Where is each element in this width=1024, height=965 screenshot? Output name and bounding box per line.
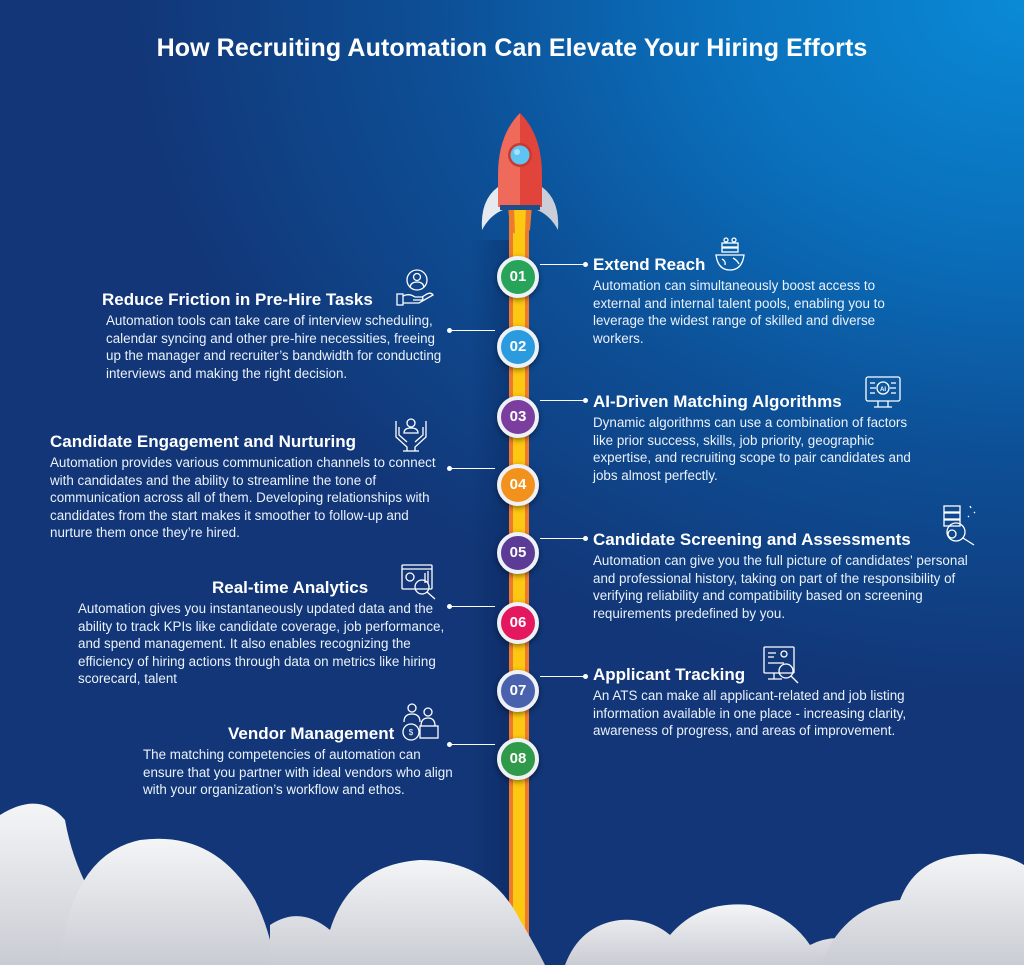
- connector-03: [540, 400, 585, 401]
- vendor-people-icon: $: [402, 703, 439, 741]
- connector-06: [450, 606, 495, 607]
- step-text: The matching competencies of automation …: [143, 747, 453, 798]
- ai-monitor-icon: AI: [865, 376, 901, 408]
- analytics-search-icon: [401, 564, 436, 600]
- tracking-monitor-icon: [763, 646, 799, 684]
- step-title: Candidate Screening and Assessments: [593, 530, 911, 549]
- step-title: Vendor Management: [228, 724, 395, 743]
- step-title: AI-Driven Matching Algorithms: [593, 392, 842, 411]
- connector-dot-08: [447, 742, 452, 747]
- step-card-04: Candidate Engagement and Nurturing Autom…: [50, 432, 450, 542]
- step-node-01: 01: [497, 256, 539, 298]
- svg-text:AI: AI: [880, 387, 886, 393]
- step-card-08: Vendor Management The matching competenc…: [143, 724, 453, 799]
- step-node-08: 08: [497, 738, 539, 780]
- step-text: Automation can give you the full picture…: [593, 553, 968, 621]
- hand-person-icon: [396, 269, 434, 306]
- connector-dot-07: [583, 674, 588, 679]
- globe-people-icon: [715, 237, 745, 271]
- hands-care-icon: [395, 418, 427, 452]
- step-card-03: AI-Driven Matching Algorithms Dynamic al…: [593, 392, 923, 484]
- step-card-01: Extend Reach Automation can simultaneous…: [593, 255, 923, 347]
- connector-04: [450, 468, 495, 469]
- connector-dot-06: [447, 604, 452, 609]
- step-card-05: Candidate Screening and Assessments Auto…: [593, 530, 973, 622]
- step-text: An ATS can make all applicant-related an…: [593, 688, 907, 739]
- step-node-06: 06: [497, 602, 539, 644]
- step-node-04: 04: [497, 464, 539, 506]
- step-title: Reduce Friction in Pre-Hire Tasks: [102, 290, 373, 309]
- step-card-06: Real-time Analytics Automation gives you…: [78, 578, 458, 688]
- connector-08: [450, 744, 495, 745]
- step-text: Dynamic algorithms can use a combination…: [593, 415, 911, 483]
- step-text: Automation can simultaneously boost acce…: [593, 278, 885, 346]
- connector-dot-01: [583, 262, 588, 267]
- rocket-trail-core: [513, 205, 525, 965]
- step-node-05: 05: [497, 532, 539, 574]
- step-title: Extend Reach: [593, 255, 706, 274]
- step-card-02: Reduce Friction in Pre-Hire Tasks Automa…: [102, 290, 442, 382]
- step-node-02: 02: [497, 326, 539, 368]
- connector-dot-04: [447, 466, 452, 471]
- connector-02: [450, 330, 495, 331]
- connector-dot-02: [447, 328, 452, 333]
- connector-dot-03: [583, 398, 588, 403]
- step-text: Automation tools can take care of interv…: [106, 313, 442, 381]
- connector-05: [540, 538, 585, 539]
- svg-text:$: $: [409, 728, 414, 737]
- step-node-07: 07: [497, 670, 539, 712]
- step-text: Automation provides various communicatio…: [50, 455, 436, 541]
- page-title: How Recruiting Automation Can Elevate Yo…: [156, 34, 868, 62]
- step-text: Automation gives you instantaneously upd…: [78, 601, 445, 687]
- step-node-03: 03: [497, 396, 539, 438]
- connector-dot-05: [583, 536, 588, 541]
- step-title: Applicant Tracking: [593, 665, 746, 684]
- step-card-07: Applicant Tracking An ATS can make all a…: [593, 665, 923, 740]
- step-title: Real-time Analytics: [212, 578, 369, 597]
- connector-01: [540, 264, 585, 265]
- rocket-icon: [481, 113, 559, 238]
- step-title: Candidate Engagement and Nurturing: [50, 432, 357, 451]
- connector-07: [540, 676, 585, 677]
- server-search-icon: [943, 505, 976, 546]
